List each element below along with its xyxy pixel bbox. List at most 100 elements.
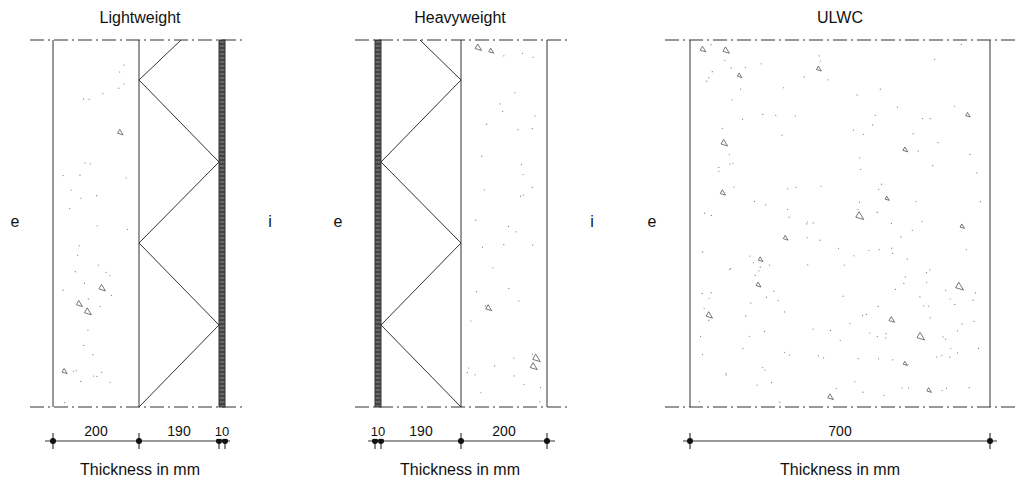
texture-dot xyxy=(521,164,522,165)
panel-title: ULWC xyxy=(817,9,863,27)
texture-dot xyxy=(540,387,541,388)
texture-dot xyxy=(756,384,757,385)
dimension-value: 200 xyxy=(490,424,517,439)
texture-dot xyxy=(880,89,881,90)
texture-dot xyxy=(84,283,85,284)
aggregate-symbol xyxy=(885,196,889,200)
texture-dot xyxy=(753,262,754,263)
texture-dot xyxy=(926,272,927,273)
dimension-value: 700 xyxy=(826,424,853,439)
texture-dot xyxy=(813,329,814,330)
texture-dot xyxy=(813,222,814,223)
texture-dot xyxy=(895,289,896,290)
texture-dot xyxy=(92,354,93,355)
texture-dot xyxy=(784,311,785,312)
dimension-value: 190 xyxy=(407,424,434,439)
texture-dot xyxy=(481,156,482,157)
texture-dot xyxy=(710,44,711,45)
texture-dot xyxy=(482,247,483,248)
texture-dot xyxy=(64,402,65,403)
texture-dot xyxy=(954,304,955,305)
texture-dot xyxy=(843,296,844,297)
side-label: e xyxy=(11,213,20,231)
texture-dot xyxy=(75,271,76,272)
panel-title: Heavyweight xyxy=(414,9,506,27)
texture-dot xyxy=(71,189,72,190)
texture-dot xyxy=(820,186,821,187)
texture-dot xyxy=(975,292,976,293)
texture-dot xyxy=(912,230,913,231)
texture-dot xyxy=(913,133,914,134)
texture-dot xyxy=(708,320,709,321)
aggregate-symbol xyxy=(889,317,895,323)
texture-dot xyxy=(954,106,955,107)
texture-dot xyxy=(806,223,807,224)
texture-dot xyxy=(745,315,746,316)
texture-dot xyxy=(945,290,946,291)
texture-dot xyxy=(950,298,951,299)
texture-dot xyxy=(854,381,855,382)
aggregate-symbol xyxy=(856,212,864,220)
texture-dot xyxy=(90,163,91,164)
axis-caption: Thickness in mm xyxy=(400,461,520,479)
texture-dot xyxy=(711,215,712,216)
aggregate-symbol xyxy=(723,47,729,53)
texture-dot xyxy=(523,384,524,385)
texture-dot xyxy=(978,348,979,349)
texture-dot xyxy=(126,177,127,178)
texture-dot xyxy=(127,229,128,230)
texture-dot xyxy=(517,129,518,130)
texture-dot xyxy=(840,340,841,341)
texture-dot xyxy=(823,357,824,358)
texture-dot xyxy=(937,142,938,143)
texture-dot xyxy=(928,306,929,307)
texture-dot xyxy=(766,297,767,298)
aggregate-symbol xyxy=(756,282,761,287)
texture-dot xyxy=(532,245,533,246)
texture-dot xyxy=(119,71,120,72)
texture-dot xyxy=(915,201,916,202)
texture-dot xyxy=(485,305,486,306)
aggregate-symbol xyxy=(533,354,541,362)
texture-dot xyxy=(789,354,790,355)
texture-dot xyxy=(900,236,901,237)
dimension-tick xyxy=(50,433,56,449)
texture-dot xyxy=(849,323,850,324)
texture-dot xyxy=(718,171,719,172)
texture-dot xyxy=(514,92,515,93)
texture-dot xyxy=(740,88,741,89)
texture-dot xyxy=(881,184,882,185)
texture-dot xyxy=(950,348,951,349)
aggregate-symbol xyxy=(489,48,494,53)
texture-dot xyxy=(966,249,967,250)
dimension-value: 200 xyxy=(82,424,109,439)
texture-dot xyxy=(962,323,963,324)
texture-dot xyxy=(765,204,766,205)
texture-dot xyxy=(788,217,789,218)
texture-dot xyxy=(73,371,74,372)
texture-dot xyxy=(795,115,796,116)
texture-dot xyxy=(725,373,726,374)
texture-dot xyxy=(79,175,80,176)
aggregate-symbol xyxy=(927,388,932,393)
texture-dot xyxy=(118,88,119,89)
texture-dot xyxy=(503,55,504,56)
texture-dot xyxy=(787,209,788,210)
texture-dot xyxy=(869,332,870,333)
texture-dot xyxy=(885,337,886,338)
texture-dot xyxy=(923,305,924,306)
texture-dot xyxy=(771,382,772,383)
texture-dot xyxy=(905,276,906,277)
texture-dot xyxy=(877,336,878,337)
texture-dot xyxy=(700,336,701,337)
texture-dot xyxy=(111,295,112,296)
texture-dot xyxy=(726,374,727,375)
texture-dot xyxy=(518,300,519,301)
texture-dot xyxy=(969,154,970,155)
texture-dot xyxy=(779,402,780,403)
texture-dot xyxy=(804,76,805,77)
texture-dot xyxy=(969,387,970,388)
texture-dot xyxy=(480,392,481,393)
texture-dot xyxy=(77,255,78,256)
aggregate-symbol xyxy=(737,73,741,77)
